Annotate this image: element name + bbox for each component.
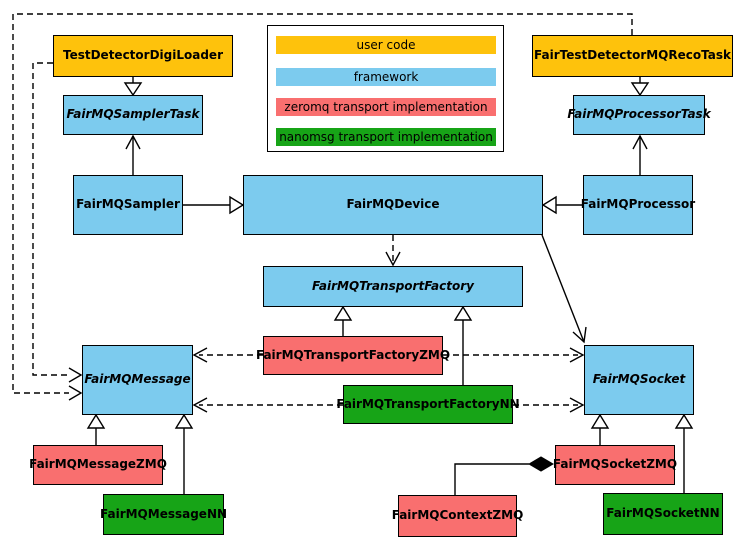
class-node-fairmqsocket: FairMQSocket <box>584 345 694 415</box>
node-label: FairMQTransportFactoryZMQ <box>255 347 451 362</box>
node-label: FairMQDevice <box>346 197 440 212</box>
inheritance-edge-fairmqmessagezmq-fairmqmessage <box>86 413 106 445</box>
dependency-edge-testdetectordigiloader-fairmqmessage <box>32 62 83 383</box>
inheritance-edge-fairmqsocketzmq-fairmqsocket <box>590 413 610 445</box>
dependency-edge-fairmqtransportfactoryzmq-fairmqmessage <box>192 347 263 363</box>
node-label: FairMQMessageNN <box>99 506 228 521</box>
association-edge-fairmqprocessor-fairmqprocessortask <box>632 134 648 175</box>
class-node-fairmqmessage: FairMQMessage <box>82 345 193 415</box>
class-node-fairmqsampler: FairMQSampler <box>73 175 183 235</box>
node-label: FairMQContextZMQ <box>391 508 524 523</box>
class-node-fairmqmessagenn: FairMQMessageNN <box>99 494 228 535</box>
inheritance-edge-fairtestdetectormqrecotask-fairmqprocessortask <box>630 77 650 97</box>
class-node-fairmqcontextzmq: FairMQContextZMQ <box>392 495 523 537</box>
class-node-fairmqdevice: FairMQDevice <box>243 175 543 235</box>
node-label: FairMQTransportFactoryNN <box>336 396 520 411</box>
class-node-fairmqsocketnn: FairMQSocketNN <box>603 493 723 535</box>
dependency-edge-fairmqdevice-fairmqtransportfactory <box>385 235 401 267</box>
inheritance-edge-fairmqprocessor-fairmqdevice <box>541 195 583 215</box>
dependency-edge-fairmqtransportfactorynn-fairmqsocket <box>513 397 585 413</box>
inheritance-edge-fairmqmessagenn-fairmqmessage <box>174 413 194 494</box>
node-label: FairMQSocket <box>592 372 686 387</box>
dependency-edge-fairmqtransportfactoryzmq-fairmqsocket <box>443 347 585 363</box>
inheritance-edge-testdetectordigiloader-fairmqsamplertask <box>123 77 143 97</box>
node-label: FairMQMessage <box>84 372 191 387</box>
node-label: FairMQTransportFactory <box>312 278 474 293</box>
inheritance-edge-fairmqtransportfactoryzmq-fairmqtransportfactory <box>333 305 353 336</box>
class-node-testdetectordigiloader: TestDetectorDigiLoader <box>53 35 233 77</box>
inheritance-edge-fairmqtransportfactorynn-fairmqtransportfactory <box>453 305 473 385</box>
class-node-fairmqprocessor: FairMQProcessor <box>580 175 696 235</box>
class-node-fairmqtransportfactorynn: FairMQTransportFactoryNN <box>336 385 520 424</box>
dependency-edge-fairtestdetectormqrecotask-fairmqmessage <box>12 13 633 401</box>
node-label: FairMQMessageZMQ <box>29 457 167 472</box>
association-edge-fairmqdevice-fairmqsocket <box>541 234 587 344</box>
inheritance-edge-fairmqsocketnn-fairmqsocket <box>674 413 694 493</box>
class-node-fairtestdetectormqrecotask: FairTestDetectorMQRecoTask <box>532 35 733 77</box>
legend-label: framework <box>353 70 419 84</box>
class-node-fairmqtransportfactoryzmq: FairMQTransportFactoryZMQ <box>256 336 450 375</box>
node-label: FairMQSocketZMQ <box>552 457 678 472</box>
node-label: FairTestDetectorMQRecoTask <box>534 48 731 63</box>
legend-label: user code <box>356 38 416 52</box>
association-edge-fairmqsampler-fairmqsamplertask <box>125 134 141 175</box>
node-label: FairMQProcessorTask <box>567 107 711 122</box>
node-label: FairMQProcessor <box>580 197 696 212</box>
legend-item-nanomsg: nanomsg transport implementation <box>276 128 496 146</box>
class-node-fairmqmessagezmq: FairMQMessageZMQ <box>29 445 167 485</box>
inheritance-edge-fairmqsampler-fairmqdevice <box>183 195 245 215</box>
node-label: TestDetectorDigiLoader <box>62 48 223 63</box>
legend: user code framework zeromq transport imp… <box>267 25 504 152</box>
class-node-fairmqsamplertask: FairMQSamplerTask <box>63 95 203 135</box>
node-label: FairMQSocketNN <box>606 506 720 521</box>
legend-item-framework: framework <box>276 68 496 86</box>
class-node-fairmqprocessortask: FairMQProcessorTask <box>567 95 711 135</box>
legend-item-zeromq: zeromq transport implementation <box>276 98 496 116</box>
composition-edge-fairmqcontextzmq-fairmqsocketzmq <box>454 456 554 495</box>
node-label: FairMQSamplerTask <box>66 107 200 122</box>
node-label: FairMQSampler <box>76 197 180 212</box>
legend-label: nanomsg transport implementation <box>279 130 493 144</box>
legend-label: zeromq transport implementation <box>284 100 488 114</box>
class-node-fairmqsocketzmq: FairMQSocketZMQ <box>552 445 678 485</box>
class-node-fairmqtransportfactory: FairMQTransportFactory <box>263 266 523 307</box>
dependency-edge-fairmqtransportfactorynn-fairmqmessage <box>192 397 343 413</box>
legend-item-user-code: user code <box>276 36 496 54</box>
